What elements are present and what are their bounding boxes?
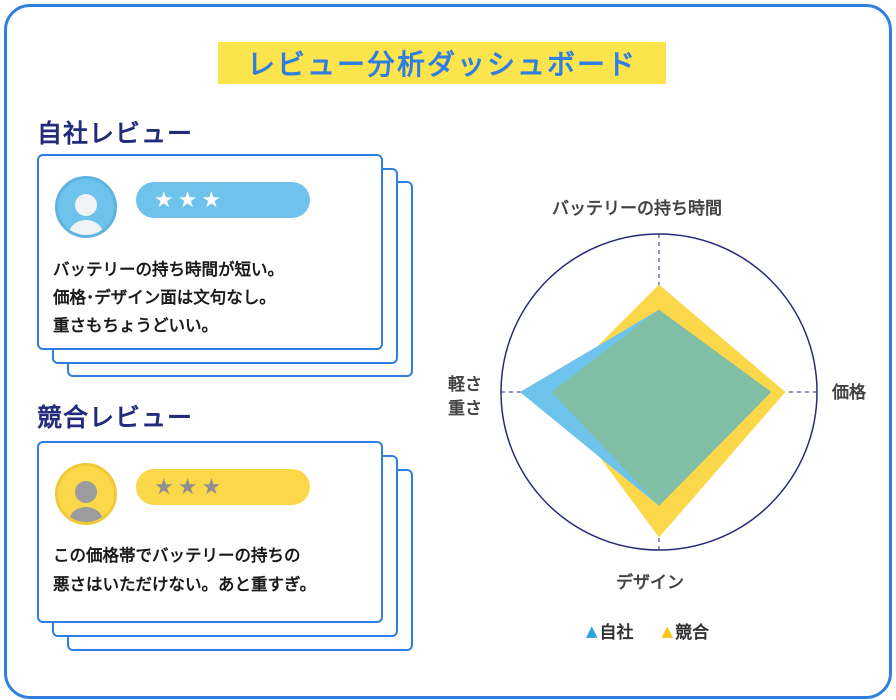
own-review-line: 重さもちょうどいい。	[53, 316, 218, 335]
competitor-review-text: この価格帯でバッテリーの持ちの 悪さはいただけない。あと重すぎ。	[53, 541, 316, 599]
dashboard-title: レビュー分析ダッシュボード	[246, 48, 637, 81]
axis-label-design: デザイン	[616, 573, 684, 593]
own-review-text: バッテリーの持ち時間が短い。 価格･デザイン面は文句なし。 重さもちょうどいい。	[53, 256, 284, 340]
own-review-card[interactable]: ★★★ バッテリーの持ち時間が短い。 価格･デザイン面は文句なし。 重さもちょう…	[37, 154, 383, 350]
axis-label-weight: 軽さ 重さ	[448, 373, 482, 421]
own-reviewer-avatar	[55, 176, 117, 238]
competitor-review-card[interactable]: ★★★ この価格帯でバッテリーの持ちの 悪さはいただけない。あと重すぎ。	[37, 441, 383, 623]
own-rating-stars: ★★★	[136, 182, 310, 218]
user-icon	[69, 481, 103, 522]
axis-label-weight-line: 軽さ	[448, 375, 482, 395]
title-banner: レビュー分析ダッシュボード	[218, 42, 666, 84]
chart-legend: ▲ 自社 ▲ 競合	[586, 618, 737, 644]
legend-label-competitor: 競合	[675, 623, 710, 643]
legend-item-own: ▲ 自社	[586, 618, 634, 644]
legend-item-competitor: ▲ 競合	[661, 618, 710, 644]
axis-label-weight-line: 重さ	[448, 399, 482, 419]
competitor-review-line: この価格帯でバッテリーの持ちの	[53, 546, 301, 565]
triangle-icon: ▲	[586, 621, 598, 640]
competitor-rating-stars: ★★★	[136, 469, 310, 505]
user-icon	[69, 194, 103, 235]
competitor-reviews-heading: 競合レビュー	[37, 403, 194, 432]
axis-label-price: 価格	[832, 383, 866, 403]
competitor-review-line: 悪さはいただけない。あと重すぎ。	[53, 575, 317, 594]
own-review-line: バッテリーの持ち時間が短い。	[53, 260, 284, 279]
axis-label-battery: バッテリーの持ち時間	[552, 199, 722, 219]
own-reviews-heading: 自社レビュー	[37, 119, 194, 148]
own-review-line: 価格･デザイン面は文句なし。	[53, 288, 276, 307]
competitor-reviewer-avatar	[55, 463, 117, 525]
legend-label-own: 自社	[599, 623, 634, 643]
triangle-icon: ▲	[661, 621, 674, 640]
